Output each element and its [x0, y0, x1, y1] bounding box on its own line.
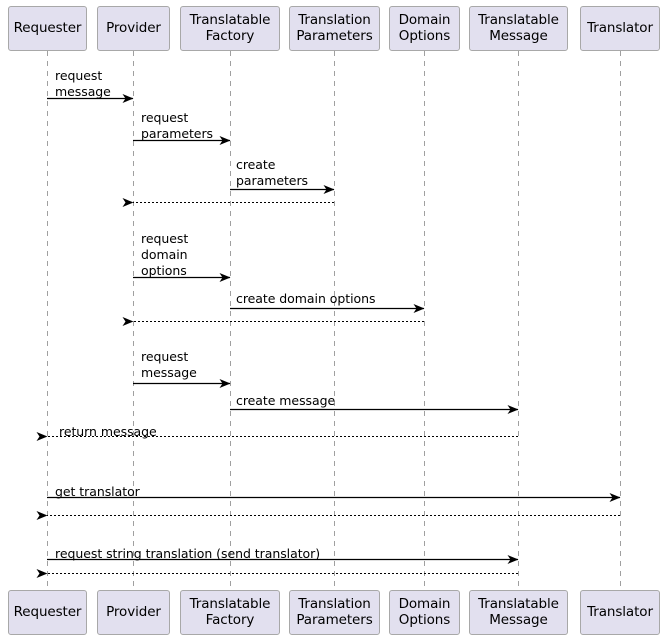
message-label-m1: request message [55, 68, 111, 99]
message-label-m11: get translator [55, 484, 140, 499]
message-label-m8: request message [141, 349, 197, 380]
message-label-m3: create parameters [236, 157, 309, 188]
participant-top-domain[interactable]: Domain Options [389, 6, 460, 51]
participant-top-provider[interactable]: Provider [97, 6, 170, 51]
participant-label: Translation Parameters [296, 595, 373, 628]
participant-label: Domain Options [398, 11, 451, 44]
participant-top-translator[interactable]: Translator [580, 6, 660, 51]
participant-label: Requester [13, 19, 82, 36]
participant-label: Provider [106, 603, 161, 620]
participant-bottom-parameters[interactable]: Translation Parameters [289, 590, 380, 635]
participant-bottom-translator[interactable]: Translator [580, 590, 660, 635]
participant-bottom-message[interactable]: Translatable Message [469, 590, 568, 635]
message-label-m10: return message [59, 424, 157, 439]
participant-label: Requester [13, 603, 82, 620]
participant-top-factory[interactable]: Translatable Factory [180, 6, 280, 51]
message-label-m6: create domain options [236, 291, 376, 306]
participant-bottom-provider[interactable]: Provider [97, 590, 170, 635]
participant-bottom-requester[interactable]: Requester [8, 590, 87, 635]
participant-label: Translator [587, 603, 653, 620]
participant-label: Translator [587, 19, 653, 36]
participant-label: Domain Options [398, 595, 451, 628]
message-label-m5: request domain options [141, 231, 189, 278]
participant-label: Translatable Message [478, 11, 559, 44]
participant-label: Translation Parameters [296, 11, 373, 44]
participant-top-message[interactable]: Translatable Message [469, 6, 568, 51]
participant-label: Provider [106, 19, 161, 36]
participant-bottom-factory[interactable]: Translatable Factory [180, 590, 280, 635]
message-label-m13: request string translation (send transla… [55, 546, 321, 561]
participant-bottom-domain[interactable]: Domain Options [389, 590, 460, 635]
message-label-m9: create message [236, 393, 336, 408]
participant-top-requester[interactable]: Requester [8, 6, 87, 51]
participant-label: Translatable Message [478, 595, 559, 628]
participant-label: Translatable Factory [189, 11, 271, 44]
participant-label: Translatable Factory [189, 595, 271, 628]
message-label-m2: request parameters [141, 110, 214, 141]
participant-top-parameters[interactable]: Translation Parameters [289, 6, 380, 51]
